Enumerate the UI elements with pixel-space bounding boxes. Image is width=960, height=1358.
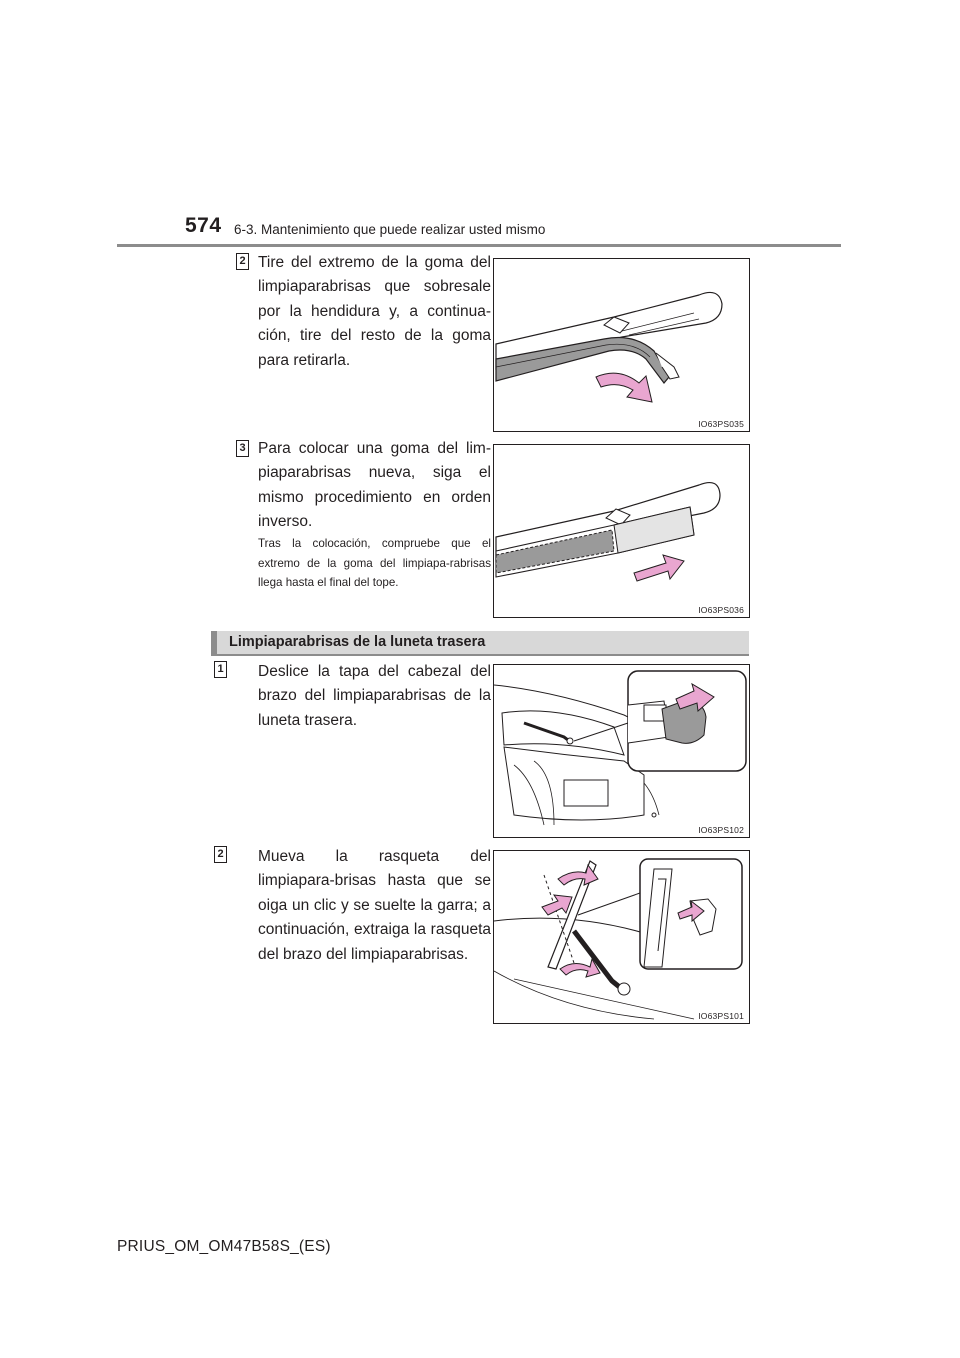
step-instruction: Tire del extremo de la goma del limpiapa… [258,254,491,369]
step-number-badge: 2 [236,253,249,270]
wiper-blade-illustration [495,291,723,403]
step-number-badge: 3 [236,440,249,457]
figure-code: IO63PS036 [698,605,744,615]
step-number-badge: 1 [214,661,227,678]
rear-wiper-blade-removal-figure: IO63PS101 [493,850,750,1024]
subsection-title: Limpiaparabrisas de la luneta trasera [229,634,486,650]
figure-code: IO63PS035 [698,419,744,429]
rear-car-illustration [494,670,747,826]
header-rule [117,244,841,247]
section-title: 6-3. Mantenimiento que puede realizar us… [234,222,546,237]
rear-wiper-blade-illustration [494,858,743,1020]
subsection-heading: Limpiaparabrisas de la luneta trasera [211,631,749,655]
step-instruction: Para colocar una goma del lim-piaparabri… [258,440,491,531]
document-code: PRIUS_OM_OM47B58S_(ES) [117,1238,331,1255]
rear-wiper-cover-figure: IO63PS102 [493,664,750,838]
step-instruction: Mueva la rasqueta del limpiapara-brisas … [258,848,491,963]
wiper-rubber-install-figure: IO63PS036 [493,444,750,618]
step-instruction: Deslice la tapa del cabezal del brazo de… [258,663,491,729]
wiper-rubber-removal-figure: IO63PS035 [493,258,750,432]
figure-code: IO63PS102 [698,825,744,835]
step-note: Tras la colocación, compruebe que el ext… [258,537,491,589]
step-number-badge: 2 [214,846,227,863]
wiper-blade-illustration [495,482,721,582]
page-number: 574 [185,214,222,237]
figure-code: IO63PS101 [698,1011,744,1021]
subsection-rule [211,654,749,656]
